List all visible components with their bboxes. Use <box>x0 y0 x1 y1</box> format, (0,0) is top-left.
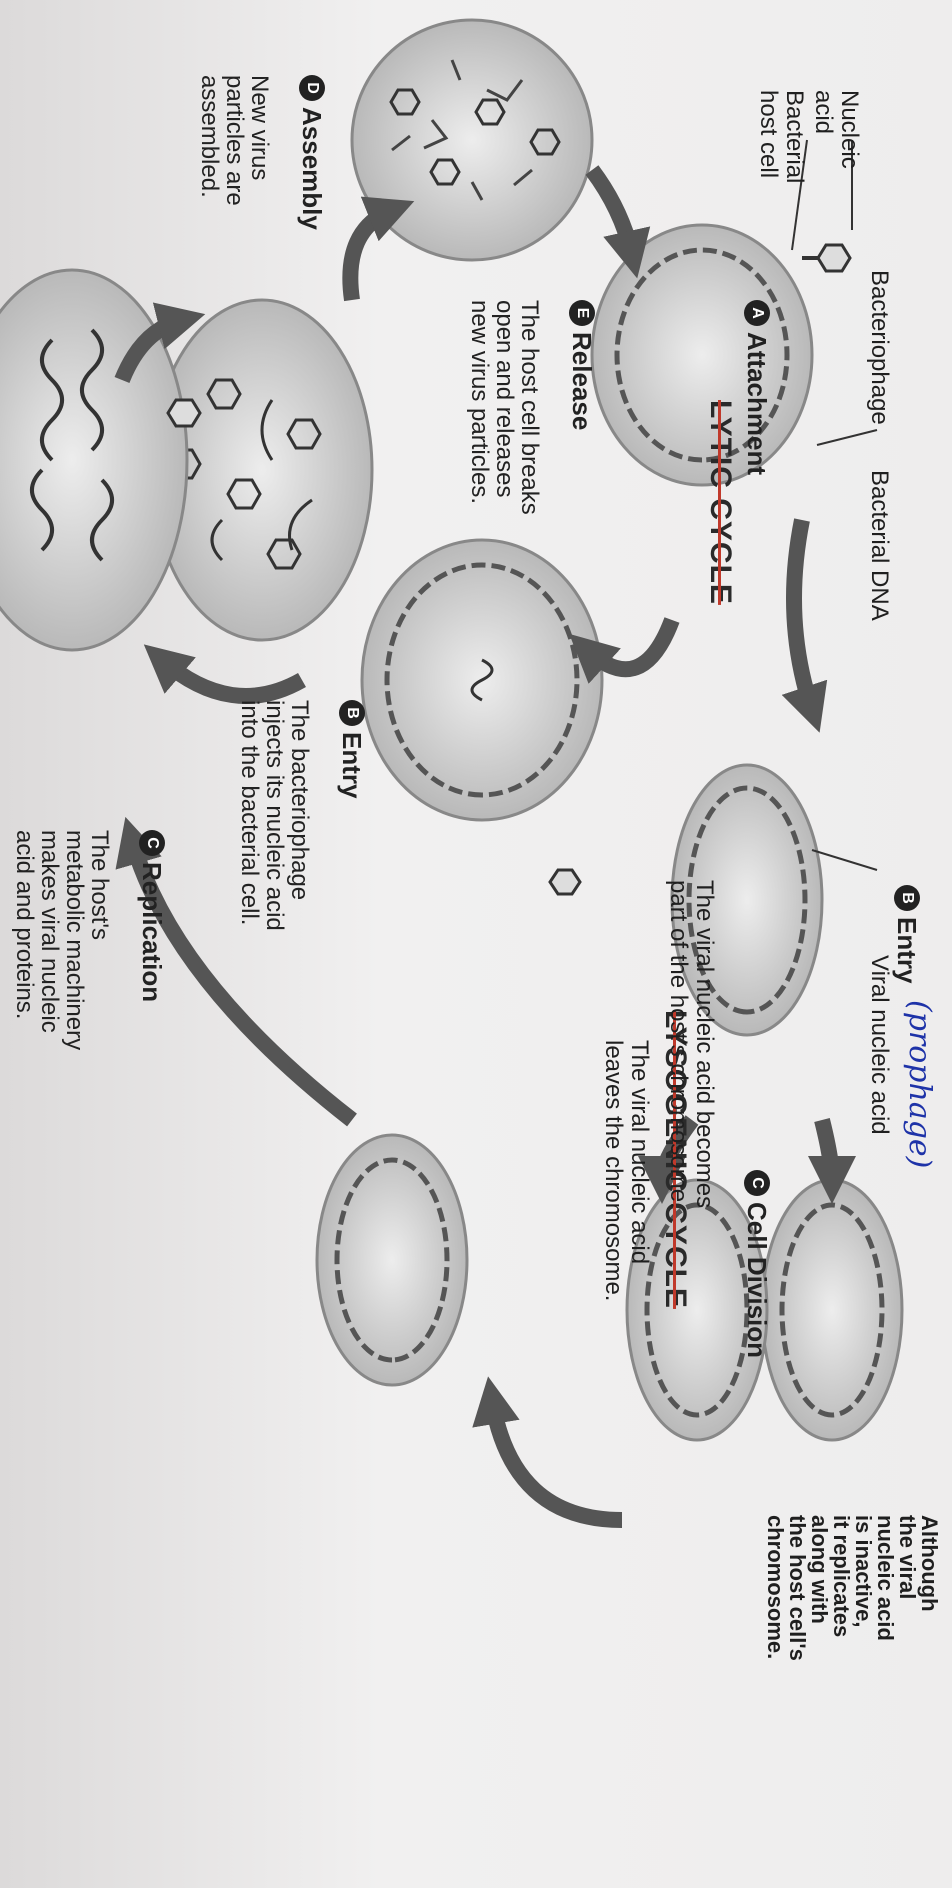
text-becomes-part: The viral nucleic acid becomes part of t… <box>665 880 717 1209</box>
step-assembly: D Assembly New virus particles are assemb… <box>172 75 352 230</box>
arrow-to-division-top <box>822 1120 832 1180</box>
label-nucleic-acid: Nucleic acid <box>810 90 862 169</box>
label-bacterial-dna: Bacterial DNA <box>866 470 892 621</box>
step-entry-lysogenic: B Entry <box>892 885 922 983</box>
arrow-entry-to-replication <box>162 660 302 696</box>
label-bacterial-host-cell: Bacterial host cell <box>755 90 807 183</box>
step-entry-lytic: B Entry The bacteriophage injects its nuc… <box>212 700 392 931</box>
cell-leaving-chromosome <box>317 1135 467 1385</box>
cell-division-top <box>762 1180 902 1440</box>
label-viral-nucleic-acid: Viral nucleic acid <box>866 955 892 1135</box>
step-attachment-title: Attachment <box>742 332 772 475</box>
badge-c-replication: C <box>139 830 165 856</box>
handwritten-note-prophage: (prophage) <box>902 1000 937 1168</box>
cell-burst-release <box>352 20 592 260</box>
step-release: E Release The host cell breaks open and r… <box>442 300 622 515</box>
step-entry-lytic-text: The bacteriophage injects its nucleic ac… <box>237 700 312 931</box>
label-bacteriophage: Bacteriophage <box>866 270 892 425</box>
cell-entry-lytic <box>362 540 602 894</box>
step-entry-lytic-title: Entry <box>337 732 367 798</box>
step-release-title: Release <box>567 332 597 430</box>
badge-b-lysogenic: B <box>894 885 920 911</box>
text-leaves-chromosome: The viral nucleic acid leaves the chromo… <box>600 1040 652 1301</box>
badge-c-division: C <box>744 1170 770 1196</box>
arrow-attachment-to-entry <box>587 620 672 669</box>
step-cell-division: C Cell Division <box>742 1170 772 1358</box>
text-although: Although the viral nucleic acid is inact… <box>764 1515 940 1661</box>
arrow-division-to-leaving <box>492 1400 622 1520</box>
step-assembly-title: Assembly <box>297 107 327 230</box>
badge-b-lytic: B <box>339 700 365 726</box>
step-replication-title: Replication <box>137 862 167 1002</box>
badge-d: D <box>299 75 325 101</box>
arrow-release-to-attachment <box>592 170 632 255</box>
arrow-attachment-to-lysogenic <box>794 520 812 710</box>
badge-a: A <box>744 300 770 326</box>
step-entry-lysogenic-title: Entry <box>892 917 922 983</box>
step-replication-text: The host's metabolic machinery makes vir… <box>12 830 112 1050</box>
badge-e: E <box>569 300 595 326</box>
step-replication: C Replication The host's metabolic machin… <box>0 830 192 1050</box>
step-cell-division-title: Cell Division <box>742 1202 772 1358</box>
step-attachment: A Attachment <box>742 300 772 475</box>
lytic-cycle-title: LYTIC CYCLE <box>703 400 737 605</box>
step-release-text: The host cell breaks open and releases n… <box>467 300 542 515</box>
step-assembly-text: New virus particles are assembled. <box>197 75 272 230</box>
